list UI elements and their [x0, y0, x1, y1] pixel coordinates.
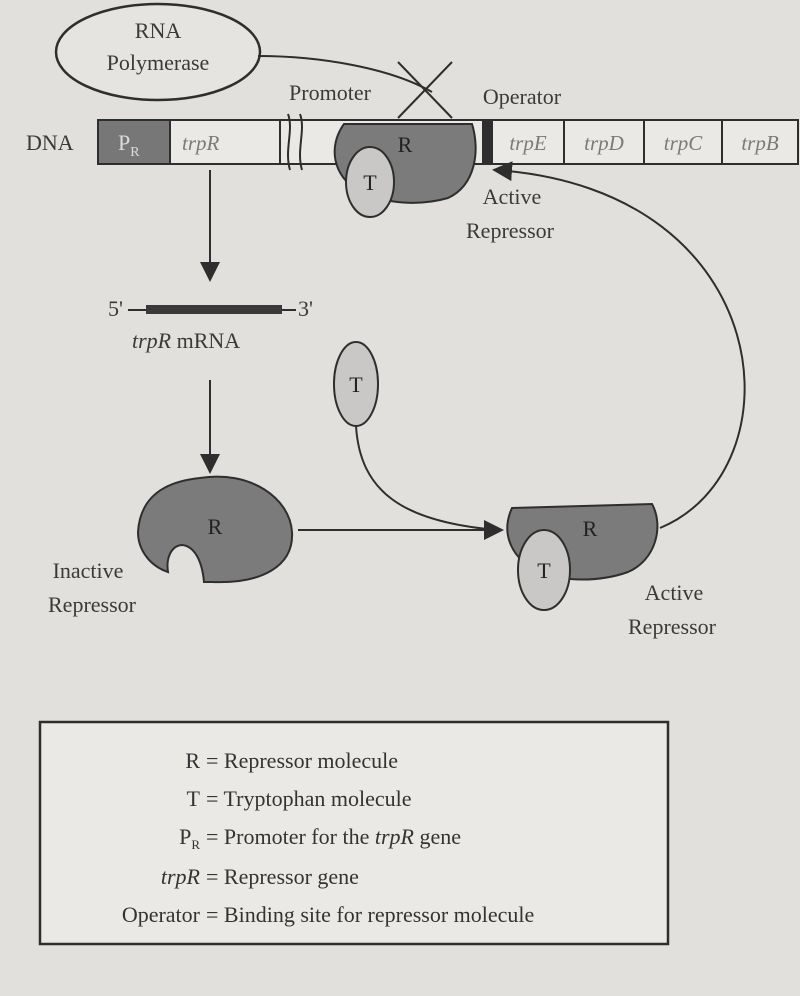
active-repressor-free: R T [506, 502, 659, 611]
active-repressor-bound: R T [333, 123, 477, 218]
bound-repressor-R: R [398, 132, 413, 157]
mrna-label: trpR mRNA [132, 328, 240, 353]
trpE-segment: trpE [509, 131, 547, 155]
key-term-R: R [185, 748, 200, 773]
dna-strip: PR trpR trpE trpD trpC trpB [97, 113, 799, 171]
rna-polymerase-line1: RNA [135, 18, 182, 43]
mrna-3-prime: 3' [298, 296, 313, 321]
free-tryptophan-T: T [349, 372, 363, 397]
active-tryptophan-T: T [537, 558, 551, 583]
inactive-repressor-R: R [208, 514, 223, 539]
promoter-box [97, 119, 171, 165]
trpR-gene-label: trpR [182, 131, 220, 155]
inactive-repressor-line2: Repressor [48, 592, 137, 617]
rna-polymerase-line2: Polymerase [107, 50, 210, 75]
key-def-T: = Tryptophan molecule [206, 786, 412, 811]
active-repressor-bottom-line2: Repressor [628, 614, 717, 639]
repressor-feedback-arrow [492, 161, 746, 529]
inactive-repressor: R [136, 475, 294, 584]
promoter-box-label: PR [118, 130, 140, 160]
dna-break-mark [287, 113, 303, 171]
rna-polymerase: RNA Polymerase [54, 2, 262, 102]
key-def-R: = Repressor molecule [206, 748, 398, 773]
active-repressor-top-line2: Repressor [466, 218, 555, 243]
trpB-segment: trpB [741, 131, 779, 155]
dna-label: DNA [26, 130, 74, 155]
key-def-operator: = Binding site for repressor molecule [206, 902, 534, 927]
active-repressor-top-line1: Active [483, 184, 542, 209]
free-tryptophan: T [333, 341, 379, 427]
block-x-mark [397, 61, 453, 119]
key-term-operator: Operator [122, 902, 201, 927]
key-term-PR: PR [179, 824, 200, 852]
operator-label: Operator [483, 84, 562, 109]
key-def-trpR: = Repressor gene [206, 864, 359, 889]
key-def-PR: = Promoter for the trpR gene [206, 824, 461, 849]
polymerase-path-arrow [257, 55, 433, 93]
tryptophan-binding-arrow [355, 425, 499, 531]
active-repressor-R: R [583, 516, 598, 541]
active-repressor-bottom-line1: Active [645, 580, 704, 605]
key-term-trpR: trpR [161, 864, 201, 889]
legend-key-box: R = Repressor molecule T = Tryptophan mo… [38, 720, 670, 946]
trpD-segment: trpD [584, 131, 624, 155]
trpR-mrna: 5' 3' trpR mRNA [108, 296, 313, 353]
trpC-segment: trpC [664, 131, 704, 155]
key-term-T: T [187, 786, 201, 811]
mrna-5-prime: 5' [108, 296, 123, 321]
inactive-repressor-line1: Inactive [53, 558, 124, 583]
promoter-label: Promoter [289, 80, 372, 105]
bound-tryptophan-T: T [363, 170, 377, 195]
